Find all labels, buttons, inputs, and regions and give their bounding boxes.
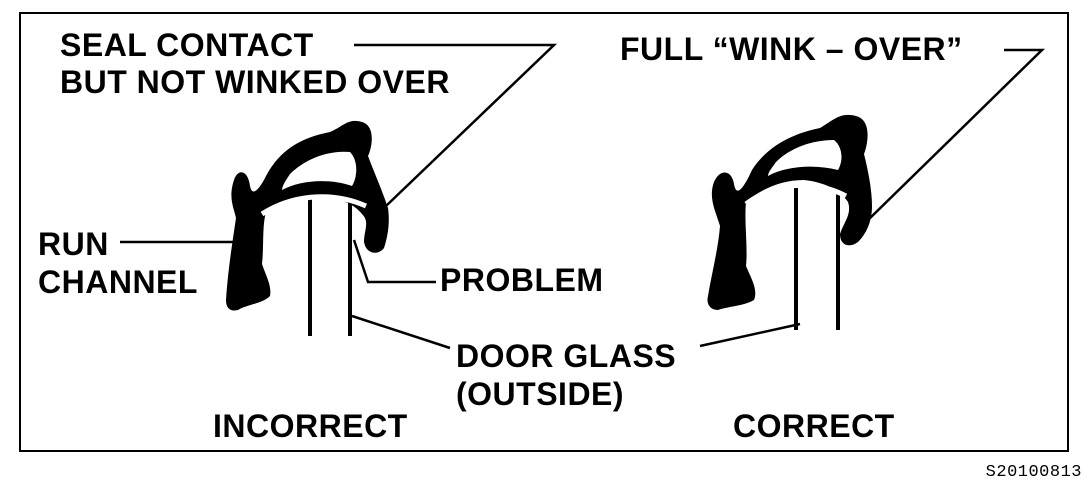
leader-lines	[120, 43, 1046, 350]
label-seal-contact-line2: BUT NOT WINKED OVER	[60, 64, 450, 100]
door-glass-right	[794, 188, 840, 330]
label-outside: (OUTSIDE)	[456, 376, 625, 412]
label-incorrect: INCORRECT	[213, 408, 408, 444]
label-seal-contact-line1: SEAL CONTACT	[60, 27, 314, 63]
door-glass-left	[308, 198, 352, 336]
leader-door-glass-right	[699, 322, 801, 348]
leader-full-wink-over	[865, 48, 1046, 223]
label-problem: PROBLEM	[440, 262, 604, 298]
figure-code: S20100813	[985, 463, 1082, 482]
leader-seal-contact	[354, 43, 558, 207]
diagram-frame	[19, 12, 1069, 452]
leader-door-glass-left	[351, 314, 451, 350]
leader-problem	[352, 239, 436, 284]
run-channel-seal-right	[707, 114, 872, 310]
label-correct: CORRECT	[733, 408, 895, 444]
label-channel: CHANNEL	[38, 264, 198, 300]
label-full-wink-over: FULL “WINK – OVER”	[620, 31, 963, 67]
correct-illustration	[707, 114, 872, 330]
incorrect-illustration	[226, 120, 389, 336]
label-run: RUN	[38, 226, 109, 262]
label-door-glass: DOOR GLASS	[456, 338, 677, 374]
run-channel-seal-left	[226, 120, 389, 311]
